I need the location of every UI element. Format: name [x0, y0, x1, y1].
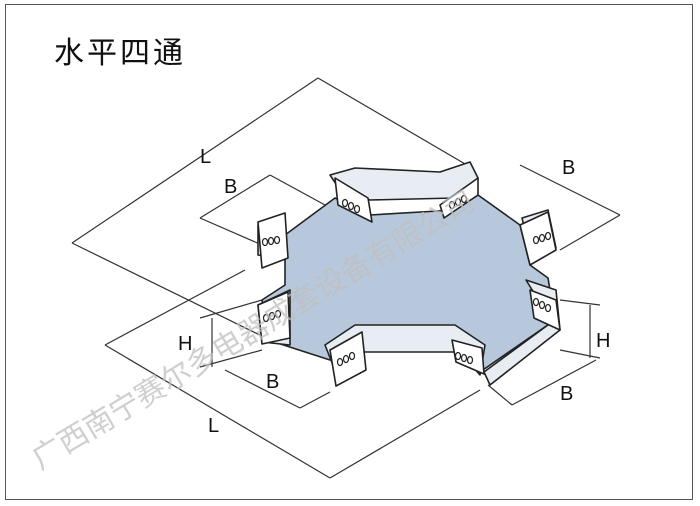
dim-label-b-top-left: B [224, 176, 237, 198]
dim-label-b-bottom-left: B [266, 371, 279, 393]
bolt-holes [261, 194, 552, 367]
end-plate-front-right [529, 289, 561, 331]
dim-label-l-bottom: L [208, 415, 219, 437]
end-plate-back [334, 177, 373, 223]
end-plate-back-2 [439, 177, 479, 219]
four-way-tray [257, 161, 561, 387]
dim-label-l-top: L [200, 146, 211, 168]
diagram-title: 水平四通 [54, 36, 186, 71]
dim-label-h-right: H [596, 330, 610, 352]
dim-label-h-left: H [178, 333, 192, 355]
dim-label-b-bottom-right: B [560, 383, 573, 405]
dim-label-b-top-right: B [562, 157, 575, 179]
dimension-lines [71, 77, 621, 479]
